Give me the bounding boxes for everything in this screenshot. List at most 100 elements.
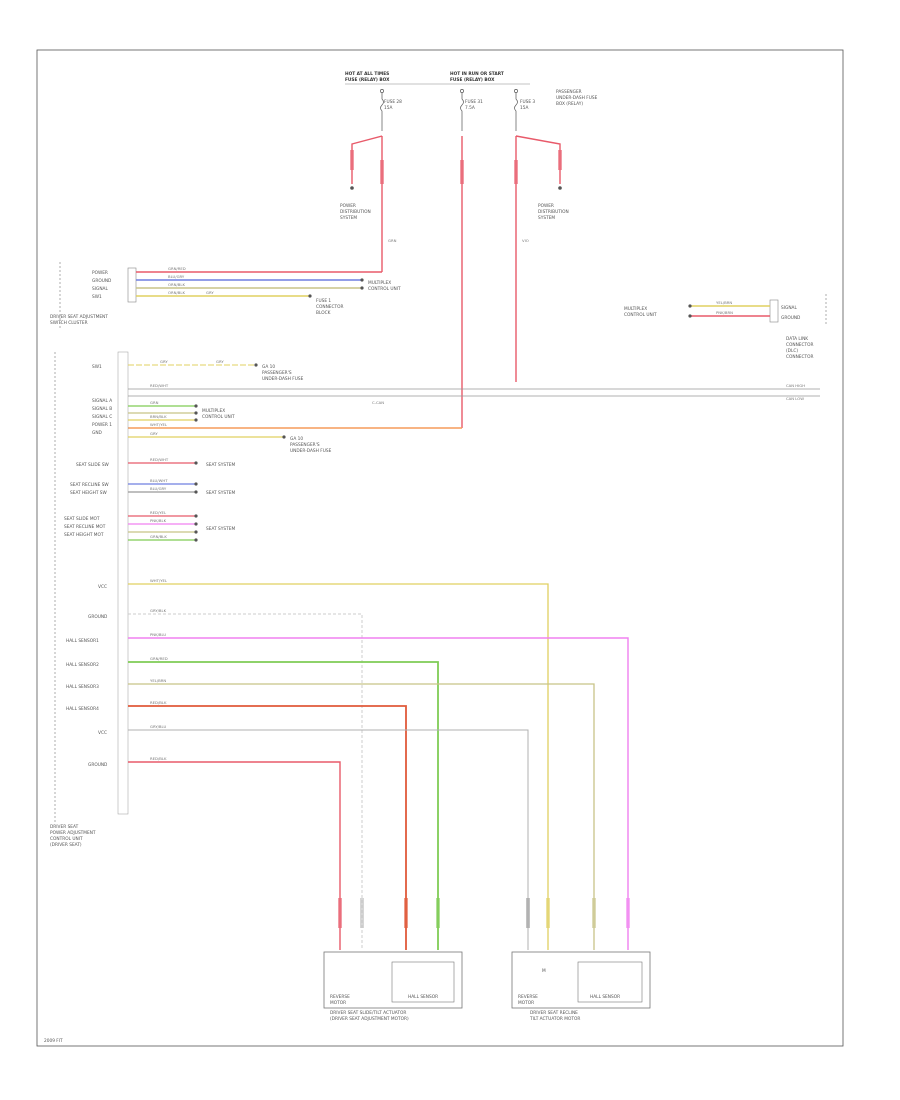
switch-cluster: POWER GROUND SIGNAL SW1 GRN/RED BLU/GRY … <box>50 262 401 328</box>
svg-text:CONTROL UNIT: CONTROL UNIT <box>624 312 657 318</box>
svg-text:BLOCK: BLOCK <box>316 310 331 316</box>
svg-text:BLU/GRY: BLU/GRY <box>150 486 167 491</box>
svg-text:SEAT HEIGHT SW: SEAT HEIGHT SW <box>70 490 108 496</box>
svg-text:SW1: SW1 <box>92 364 102 370</box>
svg-text:FUSE 1: FUSE 1 <box>316 298 331 304</box>
svg-text:TILT ACTUATOR MOTOR: TILT ACTUATOR MOTOR <box>529 1016 580 1022</box>
svg-text:REVERSE: REVERSE <box>518 994 538 1000</box>
svg-text:CONTROL UNIT: CONTROL UNIT <box>50 836 83 842</box>
svg-text:WHT/YEL: WHT/YEL <box>150 422 168 427</box>
svg-text:SYSTEM: SYSTEM <box>538 215 555 221</box>
motor-left: HALL SENSOR REVERSE MOTOR DRIVER SEAT SL… <box>323 951 463 1022</box>
svg-text:C-CAN: C-CAN <box>372 400 384 405</box>
fuse-right-a-name: FUSE 31 <box>465 99 483 105</box>
svg-text:SW1: SW1 <box>92 294 102 300</box>
motor-right: HALL SENSOR M REVERSE MOTOR DRIVER SEAT … <box>511 951 651 1022</box>
svg-text:ORN/BLK: ORN/BLK <box>168 290 185 295</box>
svg-text:CAN HIGH: CAN HIGH <box>786 383 805 388</box>
power-dist-right: POWER DISTRIBUTION SYSTEM VIO <box>514 135 569 382</box>
svg-text:BOX (RELAY): BOX (RELAY) <box>556 101 583 107</box>
svg-text:HALL SENSOR: HALL SENSOR <box>408 994 438 1000</box>
fuse-right-header-line2: FUSE (RELAY) BOX <box>450 77 495 83</box>
svg-text:ORN/BLK: ORN/BLK <box>168 282 185 287</box>
control-unit: SW1 GRY GRY GA 10 PASSENGER'S UNDER-DASH… <box>50 351 820 848</box>
svg-text:GRN: GRN <box>150 400 159 405</box>
fuse-left-header-line2: FUSE (RELAY) BOX <box>345 77 390 83</box>
svg-text:GRN/RED: GRN/RED <box>168 266 186 271</box>
svg-text:SEAT SYSTEM: SEAT SYSTEM <box>206 526 235 532</box>
svg-text:VCC: VCC <box>98 584 107 590</box>
svg-text:REVERSE: REVERSE <box>330 994 350 1000</box>
svg-text:GRY/BLK: GRY/BLK <box>150 608 167 613</box>
svg-text:HALL SENSOR2: HALL SENSOR2 <box>66 662 99 668</box>
svg-text:UNDER-DASH FUSE: UNDER-DASH FUSE <box>290 448 332 454</box>
svg-text:CONTROL UNIT: CONTROL UNIT <box>202 414 235 420</box>
svg-text:CONNECTOR: CONNECTOR <box>316 304 344 310</box>
svg-text:HALL SENSOR3: HALL SENSOR3 <box>66 684 99 690</box>
svg-text:PNK/BLU: PNK/BLU <box>150 632 166 637</box>
svg-text:DATA LINK: DATA LINK <box>786 336 808 342</box>
fuse-left-rating: 15A <box>384 105 392 111</box>
svg-text:POWER 1: POWER 1 <box>92 422 112 428</box>
svg-text:RED/BLK: RED/BLK <box>150 700 167 705</box>
svg-text:(DRIVER SEAT ADJUSTMENT MOTOR): (DRIVER SEAT ADJUSTMENT MOTOR) <box>330 1016 409 1022</box>
svg-text:HALL SENSOR4: HALL SENSOR4 <box>66 706 99 712</box>
drop-markers <box>338 898 630 928</box>
svg-text:GRY: GRY <box>160 359 168 364</box>
svg-text:YEL/BRN: YEL/BRN <box>716 300 732 305</box>
svg-text:SIGNAL: SIGNAL <box>92 286 108 292</box>
svg-text:DRIVER SEAT ADJUSTMENT: DRIVER SEAT ADJUSTMENT <box>50 314 108 320</box>
power-dist-left: POWER DISTRIBUTION SYSTEM GRN <box>340 135 397 272</box>
svg-text:GND: GND <box>92 430 103 436</box>
svg-text:YEL/BRN: YEL/BRN <box>150 678 166 683</box>
svg-text:HALL SENSOR: HALL SENSOR <box>590 994 620 1000</box>
svg-text:MOTOR: MOTOR <box>518 1000 534 1006</box>
svg-text:DRIVER SEAT SLIDE/TILT ACTUATO: DRIVER SEAT SLIDE/TILT ACTUATOR <box>330 1010 406 1016</box>
svg-text:MULTIPLEX: MULTIPLEX <box>202 408 225 414</box>
svg-text:GROUND: GROUND <box>88 614 108 620</box>
svg-text:UNDER-DASH FUSE: UNDER-DASH FUSE <box>556 95 598 101</box>
fuse-right-header-line1: HOT IN RUN OR START <box>450 71 504 77</box>
fuse31-feed <box>128 136 464 429</box>
svg-text:SYSTEM: SYSTEM <box>340 215 357 221</box>
svg-text:SWITCH CLUSTER: SWITCH CLUSTER <box>50 320 88 326</box>
svg-text:GRY/BLU: GRY/BLU <box>150 724 166 729</box>
svg-text:GA 10: GA 10 <box>262 364 275 370</box>
sensor-wire-labels: WHT/YEL GRY/BLK PNK/BLU GRN/RED YEL/BRN … <box>150 578 168 761</box>
svg-text:UNDER-DASH FUSE: UNDER-DASH FUSE <box>262 376 304 382</box>
svg-text:BLU/GRY: BLU/GRY <box>168 274 185 279</box>
fuse-left-name: FUSE 28 <box>384 99 402 105</box>
fuse-left-header-line1: HOT AT ALL TIMES <box>345 71 389 77</box>
drop-label-right: VIO <box>522 238 529 243</box>
svg-text:GRY: GRY <box>216 359 224 364</box>
fuse-right-b-name: FUSE 3 <box>520 99 535 105</box>
svg-text:SIGNAL A: SIGNAL A <box>92 398 112 404</box>
fuse-symbols <box>380 89 518 131</box>
svg-text:CONNECTOR: CONNECTOR <box>786 342 814 348</box>
svg-text:RED/YEL: RED/YEL <box>150 510 167 515</box>
svg-text:PNK/BLK: PNK/BLK <box>150 518 167 523</box>
svg-text:SEAT RECLINE SW: SEAT RECLINE SW <box>70 482 109 488</box>
svg-text:M: M <box>542 968 546 974</box>
svg-text:CAN LOW: CAN LOW <box>786 396 804 401</box>
svg-text:WHT/YEL: WHT/YEL <box>150 578 168 583</box>
diagram-frame <box>36 49 844 1047</box>
svg-text:BLU/WHT: BLU/WHT <box>150 478 168 483</box>
svg-text:BRN/BLK: BRN/BLK <box>150 414 167 419</box>
svg-text:DRIVER SEAT: DRIVER SEAT <box>50 824 79 830</box>
svg-text:GROUND: GROUND <box>781 315 801 321</box>
svg-text:DISTRIBUTION: DISTRIBUTION <box>538 209 569 215</box>
svg-text:GROUND: GROUND <box>88 762 108 768</box>
svg-text:GA 10: GA 10 <box>290 436 303 442</box>
svg-text:POWER ADJUSTMENT: POWER ADJUSTMENT <box>50 830 96 836</box>
svg-text:SIGNAL C: SIGNAL C <box>92 414 112 420</box>
svg-text:MOTOR: MOTOR <box>330 1000 346 1006</box>
svg-text:GROUND: GROUND <box>92 278 112 284</box>
svg-text:PASSENGER'S: PASSENGER'S <box>262 370 292 376</box>
svg-text:DRIVER SEAT RECLINE: DRIVER SEAT RECLINE <box>530 1010 578 1016</box>
drop-label-left: GRN <box>388 238 397 243</box>
svg-text:SEAT SYSTEM: SEAT SYSTEM <box>206 462 235 468</box>
svg-text:GRY: GRY <box>150 431 158 436</box>
svg-text:SEAT RECLINE MOT: SEAT RECLINE MOT <box>64 524 106 530</box>
svg-text:RED/BLK: RED/BLK <box>150 756 167 761</box>
